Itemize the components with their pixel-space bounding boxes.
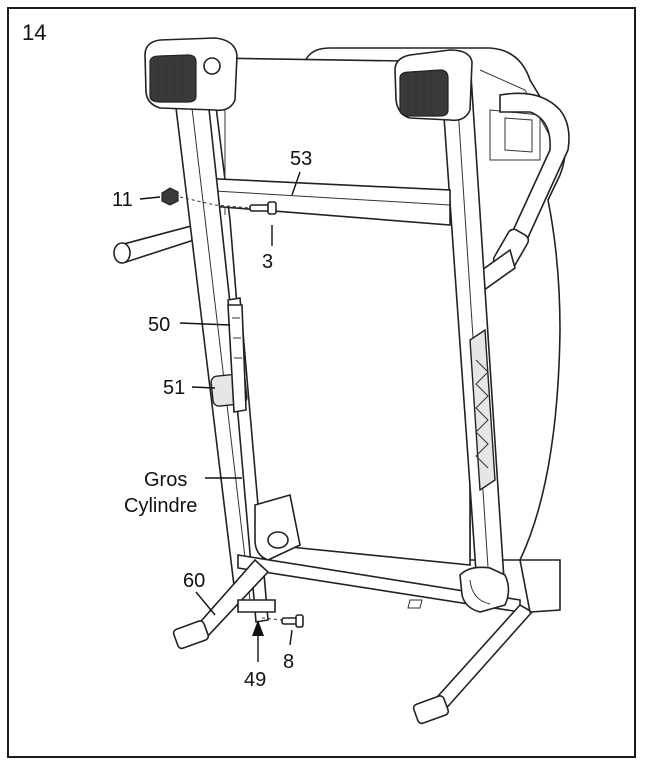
left-handrail — [113, 224, 202, 264]
leader-lines — [139, 171, 301, 646]
right-end-cap — [394, 49, 473, 122]
bolt-3 — [214, 201, 277, 215]
right-lower-cap — [459, 566, 510, 613]
bolt-8 — [261, 614, 304, 628]
base-frame — [172, 554, 561, 725]
step-number: 14 — [22, 20, 46, 45]
label-49: 49 — [244, 669, 266, 691]
left-end-cap — [144, 37, 238, 112]
label-60: 60 — [183, 570, 205, 592]
arrow-49 — [252, 620, 264, 662]
label-8: 8 — [283, 651, 294, 673]
label-11: 11 — [112, 189, 133, 211]
label-cylindre: Cylindre — [124, 495, 197, 517]
label-gros: Gros — [144, 469, 187, 491]
label-50: 50 — [148, 314, 170, 336]
nut-11 — [161, 187, 216, 206]
label-51: 51 — [163, 377, 185, 399]
label-3: 3 — [262, 251, 273, 273]
label-53: 53 — [290, 148, 312, 170]
lower-bracket — [254, 493, 301, 561]
